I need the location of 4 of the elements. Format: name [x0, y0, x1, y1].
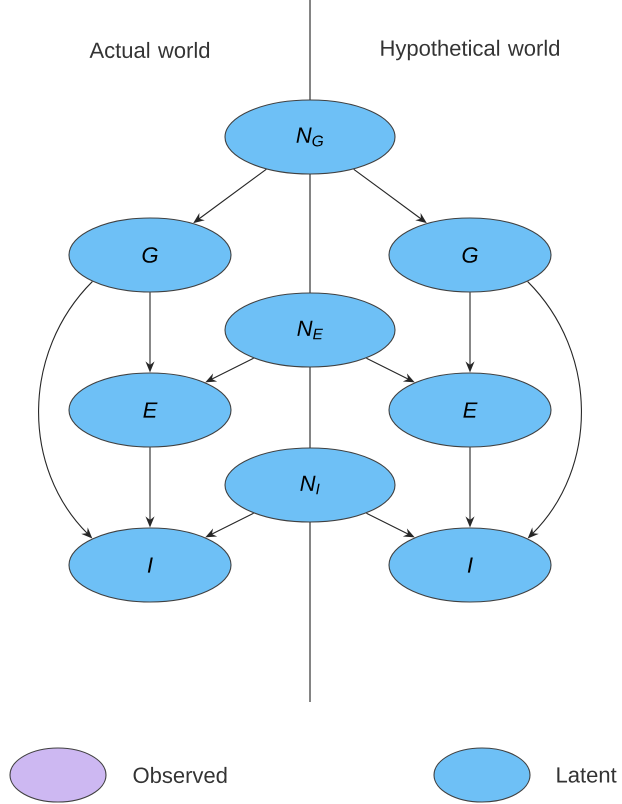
column-heading: Actual world — [90, 42, 210, 58]
legend-label: Observed — [134, 766, 226, 784]
column-heading: Hypothetical world — [381, 40, 560, 60]
legend-label: Latent — [557, 767, 617, 783]
